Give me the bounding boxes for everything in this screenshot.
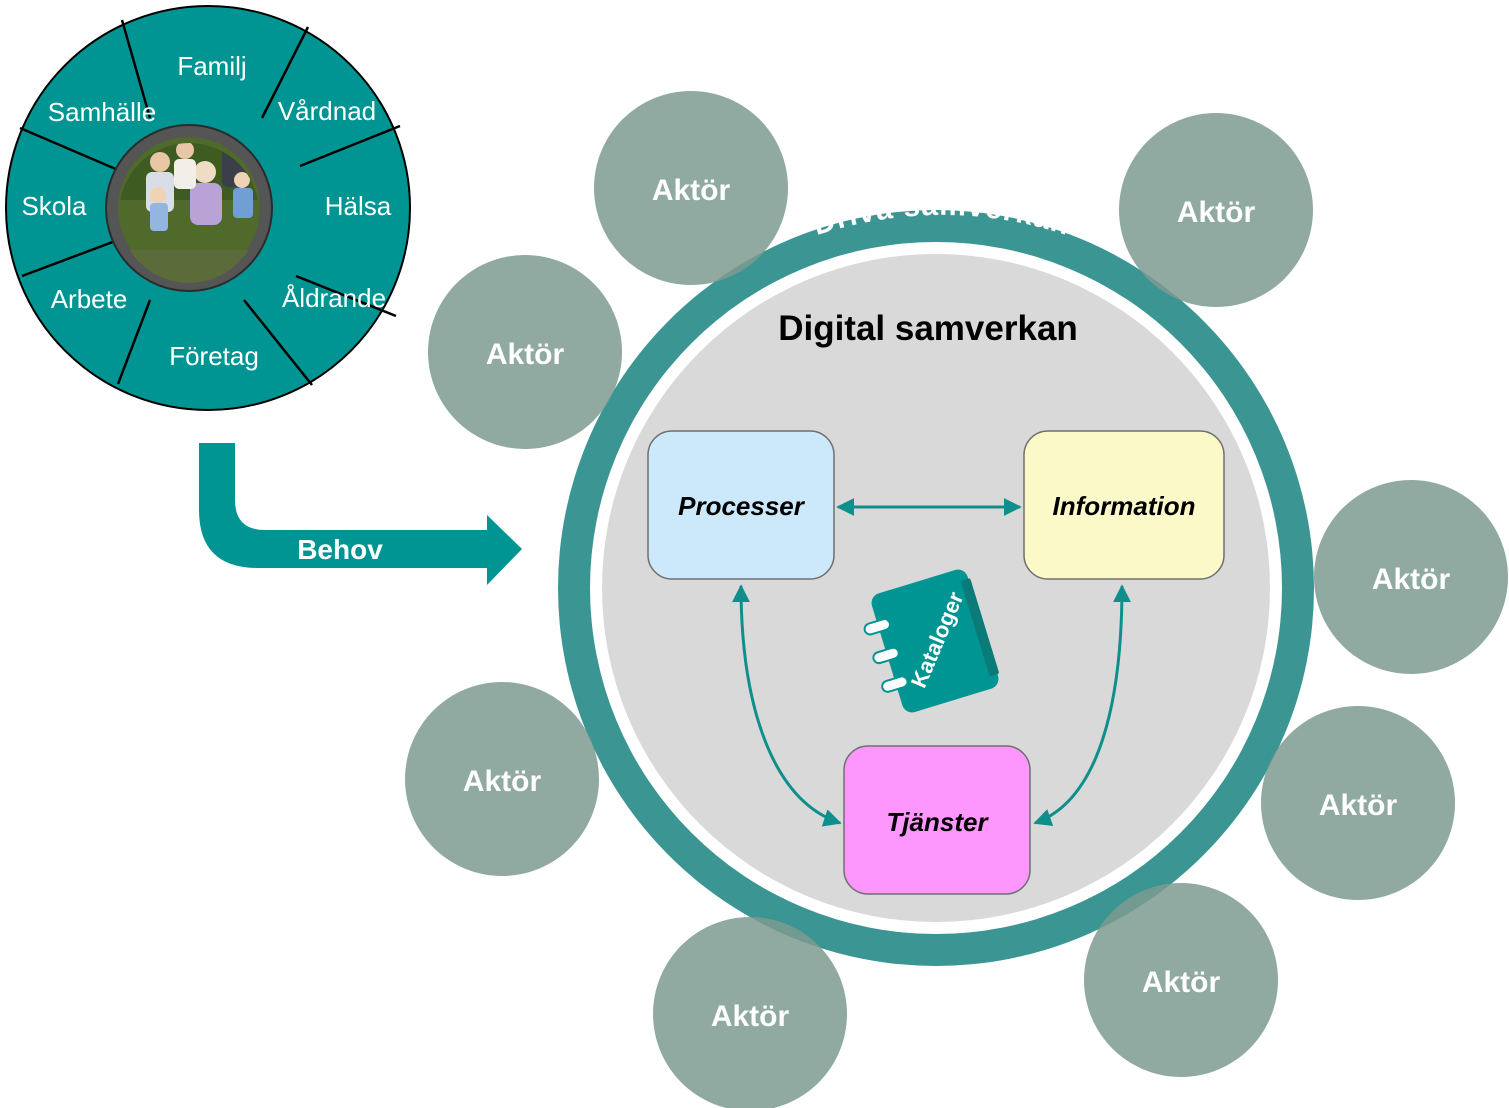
box-tjanster: Tjänster [843,745,1031,895]
actor-circle [653,917,847,1108]
wheel-label-arbete: Arbete [51,284,128,314]
behov-label: Behov [297,534,383,565]
actors: Aktör Aktör Aktör Aktör Aktör Aktör Aktö… [405,91,1508,1108]
behov-arrow-shape [199,443,522,585]
actor-node: Aktör [1314,480,1508,674]
wheel-label-familj: Familj [177,51,246,81]
box-information: Information [1023,430,1225,580]
wheel-label-samhalle: Samhälle [48,97,156,127]
ring-binder-icon [863,618,891,636]
box-processer: Processer [647,430,835,580]
actor-circle [594,91,788,285]
actor-circle [1119,113,1313,307]
actor-label: Aktör [1142,966,1221,999]
wheel-divider [116,299,152,385]
actor-label: Aktör [711,1000,790,1033]
connectors [732,498,1131,827]
information-box [1023,430,1225,580]
wheel-labels: Familj Vårdnad Hälsa Åldrande Företag Ar… [21,51,391,371]
actor-label: Aktör [1319,789,1398,822]
life-wheel: Familj Vårdnad Hälsa Åldrande Företag Ar… [5,5,411,411]
wheel-divider [299,124,401,168]
actor-circle [1261,706,1455,900]
notebook-edge [961,578,999,677]
core-title: Digital samverkan [778,309,1078,348]
wheel-divider [243,299,313,386]
actor-label: Aktör [652,174,731,207]
actor-circle [1314,480,1508,674]
actor-label: Aktör [463,765,542,798]
wheel-divider [19,126,119,172]
wheel-label-foretag: Företag [169,341,259,371]
actor-node: Aktör [405,682,599,876]
actor-circle [405,682,599,876]
actor-node: Aktör [1261,706,1455,900]
actor-node: Aktör [428,255,622,449]
actor-label: Aktör [1177,196,1256,229]
actor-circle [1084,883,1278,1077]
tjanster-box [843,745,1031,895]
information-label: Information [1053,491,1196,521]
tjanster-label: Tjänster [886,807,989,837]
actor-node: Aktör [1084,883,1278,1077]
wheel-label-skola: Skola [21,191,87,221]
catalog-notebook-icon: Kataloger [863,569,999,713]
wheel-divider [260,26,310,119]
wheel-divider [120,19,152,119]
wheel-divider [295,274,397,318]
actor-label: Aktör [1372,563,1451,596]
information-tjanster-arrow [1033,584,1131,827]
wheel-label-halsa: Hälsa [325,191,392,221]
behov-arrow: Behov [199,443,522,585]
wheel-divider [21,238,119,278]
ring-binder-icon [872,646,900,665]
wheel-dividers [19,19,401,386]
ring-binder-icon [881,675,909,693]
actor-circle [428,255,622,449]
processer-label: Processer [678,491,806,521]
wheel-label-vardnad: Vårdnad [278,96,376,126]
actor-node: Aktör [1119,113,1313,307]
processer-tjanster-arrow [732,584,842,827]
actor-node: Aktör [653,917,847,1108]
actor-node: Aktör [594,91,788,285]
wheel-label-aldrande: Åldrande [282,283,386,313]
processer-box [647,430,835,580]
actor-label: Aktör [486,338,565,371]
